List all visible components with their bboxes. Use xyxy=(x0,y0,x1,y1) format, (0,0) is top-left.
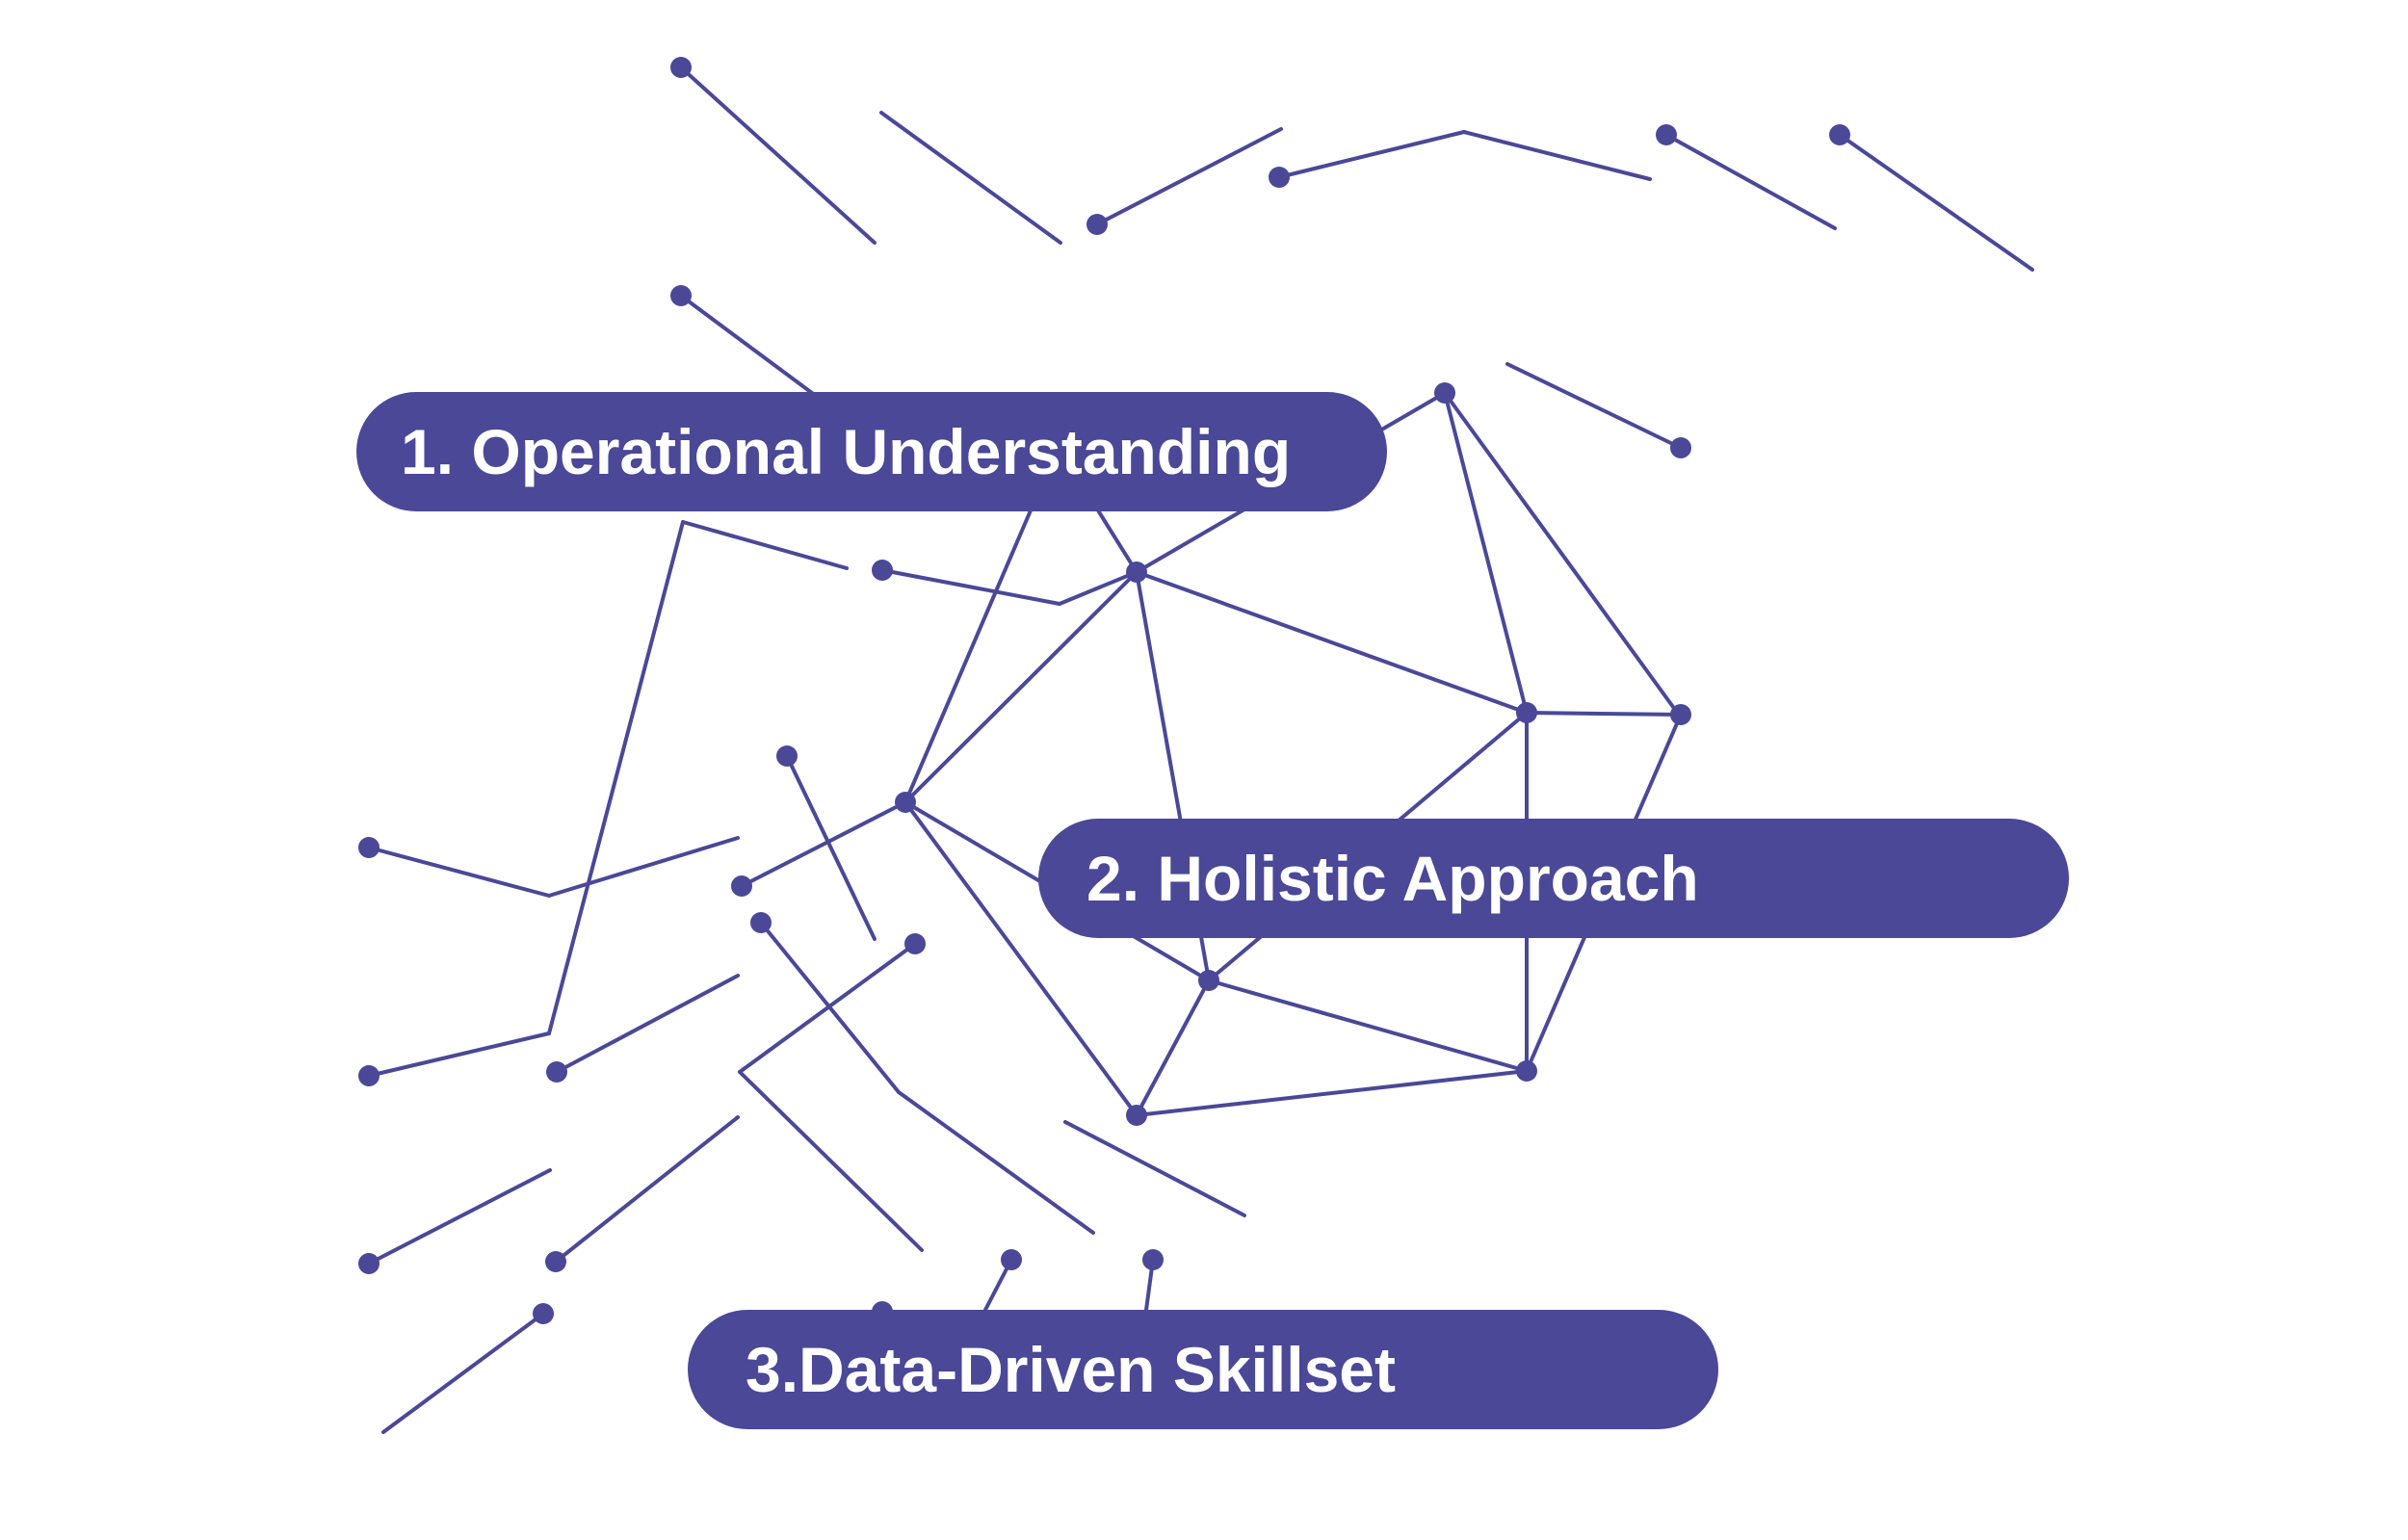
label-data-driven-skillset-text: 3.Data-Driven Skillset xyxy=(746,1334,1396,1405)
node-dot xyxy=(533,1303,554,1324)
connector-line xyxy=(679,65,877,245)
node-dot xyxy=(1670,437,1691,458)
label-operational-understanding-text: 1. Operational Understanding xyxy=(401,416,1292,487)
connector-line xyxy=(381,1312,545,1434)
connector-line xyxy=(681,520,849,570)
connector-line xyxy=(547,836,740,898)
node-dot xyxy=(1829,124,1850,145)
connector-line xyxy=(740,800,907,888)
node-dot xyxy=(731,875,752,897)
connector-line xyxy=(554,1115,740,1264)
connector-line xyxy=(367,1168,552,1266)
node-dot xyxy=(670,285,692,306)
connector-line xyxy=(897,1090,1095,1235)
node-dot xyxy=(545,1251,566,1272)
connector-line xyxy=(679,294,814,395)
node-dot xyxy=(670,57,692,78)
node-dot xyxy=(1516,702,1537,723)
node-dot xyxy=(1656,124,1677,145)
connector-line xyxy=(1525,711,1683,717)
node-dot xyxy=(904,933,926,954)
node-dot xyxy=(1670,704,1691,725)
connector-line xyxy=(555,974,740,1074)
connector-line xyxy=(1207,979,1529,1073)
network-lines xyxy=(358,57,2034,1434)
connector-line xyxy=(1135,1069,1529,1117)
node-dot xyxy=(358,1253,380,1274)
node-dot xyxy=(358,837,380,858)
connector-line xyxy=(1277,130,1466,179)
node-dot xyxy=(776,745,798,767)
label-data-driven-skillset: 3.Data-Driven Skillset xyxy=(688,1310,1718,1429)
node-dot xyxy=(895,792,916,813)
connector-line xyxy=(738,1070,924,1252)
connector-line xyxy=(547,520,685,1035)
connector-line xyxy=(1135,570,1529,715)
node-dot xyxy=(1142,1249,1164,1270)
node-dot xyxy=(546,1061,567,1083)
label-holistic-approach: 2. Holistic Approach xyxy=(1038,819,2069,938)
connector-line xyxy=(1135,979,1211,1117)
connector-line xyxy=(1063,1120,1246,1217)
node-dot xyxy=(1434,382,1455,404)
node-dot xyxy=(1269,167,1290,188)
label-operational-understanding: 1. Operational Understanding xyxy=(356,392,1387,511)
connector-line xyxy=(903,800,1139,1117)
connector-line xyxy=(1096,509,1139,574)
connector-line xyxy=(879,111,1062,245)
connector-line xyxy=(1664,133,1837,230)
node-dot xyxy=(750,912,772,933)
node-dot xyxy=(1198,970,1219,991)
connector-line xyxy=(1095,127,1283,226)
connector-line xyxy=(1443,391,1683,719)
connector-line xyxy=(738,942,917,1074)
connector-line xyxy=(880,568,1061,606)
connector-line xyxy=(367,1031,551,1078)
node-dot xyxy=(1126,561,1147,583)
node-dot xyxy=(358,1065,380,1086)
connector-line xyxy=(1505,362,1683,450)
connector-line xyxy=(367,846,551,898)
connector-line xyxy=(785,754,877,941)
connector-line xyxy=(903,509,1033,804)
connector-line xyxy=(1462,130,1652,181)
node-dot xyxy=(1126,1105,1147,1126)
label-holistic-approach-text: 2. Holistic Approach xyxy=(1086,843,1699,914)
node-dot xyxy=(872,560,893,581)
node-dot xyxy=(1001,1249,1022,1270)
connector-line xyxy=(903,570,1139,804)
connector-line xyxy=(1443,391,1529,715)
connector-line xyxy=(1838,133,2034,272)
node-dot xyxy=(1086,214,1108,235)
connector-line xyxy=(1058,570,1139,606)
node-dot xyxy=(1516,1060,1537,1082)
